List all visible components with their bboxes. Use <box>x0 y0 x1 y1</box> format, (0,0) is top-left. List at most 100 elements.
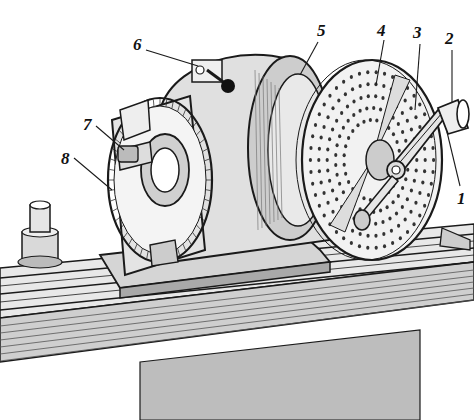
leader-line <box>146 50 198 66</box>
index-hole <box>386 205 389 209</box>
graduation-tick <box>140 248 142 254</box>
index-hole <box>326 201 329 205</box>
callout-number: 7 <box>82 116 93 133</box>
index-hole <box>382 84 385 88</box>
index-hole <box>358 109 361 113</box>
index-hole <box>430 182 433 186</box>
index-hole <box>431 146 434 150</box>
index-hole <box>423 169 426 173</box>
index-hole <box>358 244 361 248</box>
index-hole <box>326 158 329 162</box>
index-hole <box>331 128 334 132</box>
index-hole <box>431 170 434 174</box>
graduation-tick <box>204 159 209 161</box>
index-hole <box>362 120 365 124</box>
index-hole <box>328 94 331 98</box>
index-hole <box>366 82 369 86</box>
index-hole <box>423 204 426 208</box>
graduation-tick <box>196 131 200 135</box>
index-hole <box>397 122 400 126</box>
table-edge-line <box>0 276 474 333</box>
index-hole <box>404 217 407 221</box>
graduation-tick <box>204 199 209 201</box>
index-hole <box>404 177 407 181</box>
index-hole <box>381 220 384 224</box>
leader-line <box>96 126 124 150</box>
index-hole <box>374 222 377 226</box>
index-hole <box>415 169 418 173</box>
index-hole <box>352 99 355 103</box>
index-hole <box>322 125 325 129</box>
index-hole <box>323 102 326 106</box>
index-hole <box>309 170 312 174</box>
lock-knob <box>221 79 235 93</box>
index-hole <box>328 179 331 183</box>
housing-shading <box>279 88 282 218</box>
driver-clamp <box>118 142 152 170</box>
driver-dog <box>120 100 150 140</box>
index-hole <box>410 128 413 132</box>
jack-head <box>30 201 50 209</box>
index-hole <box>334 153 337 157</box>
index-hole <box>351 87 354 91</box>
index-hole <box>351 229 354 233</box>
index-hole <box>413 179 416 183</box>
index-hole <box>335 197 338 201</box>
index-hole <box>314 123 317 127</box>
index-hole <box>390 229 393 233</box>
index-hole <box>335 119 338 123</box>
index-hole <box>401 205 404 209</box>
index-hole <box>356 123 359 127</box>
graduation-tick <box>147 251 148 258</box>
table-support <box>140 330 420 420</box>
index-hole <box>404 99 407 103</box>
index-hole <box>331 210 334 214</box>
callout-number: 6 <box>132 36 143 53</box>
index-hole <box>352 113 355 117</box>
index-hole <box>383 72 386 76</box>
index-hole <box>342 190 345 194</box>
graduation-tick <box>183 244 186 250</box>
index-hole <box>335 143 338 147</box>
index-hole <box>395 212 398 216</box>
index-hole <box>397 194 400 198</box>
index-hole <box>347 136 350 140</box>
sector-arm <box>330 160 372 232</box>
index-hole <box>318 169 321 173</box>
graduation-tick <box>196 225 200 229</box>
index-hole <box>365 107 368 111</box>
graduation-tick <box>113 208 118 211</box>
index-hole <box>401 186 404 190</box>
callout-number: 8 <box>60 150 71 167</box>
graduation-tick <box>109 180 114 181</box>
index-hole <box>392 132 395 136</box>
index-hole <box>406 197 409 201</box>
index-hole <box>344 172 347 176</box>
plunger-pin <box>354 210 370 230</box>
graduation-tick <box>172 102 173 109</box>
index-hole <box>347 119 350 123</box>
graduation-tick <box>111 159 116 161</box>
index-hole <box>418 102 421 106</box>
graduated-disc <box>108 98 212 262</box>
lock-screw <box>196 66 204 74</box>
index-hole <box>342 126 345 130</box>
index-hole <box>328 137 331 141</box>
index-hole <box>427 193 430 197</box>
index-hole <box>350 75 353 79</box>
index-hole <box>406 230 409 234</box>
index-hole <box>340 111 343 115</box>
index-hole <box>309 146 312 150</box>
index-hole <box>401 111 404 115</box>
index-hole <box>347 180 350 184</box>
index-hole <box>318 112 321 116</box>
index-hole <box>326 115 329 119</box>
graduation-tick <box>193 123 197 128</box>
index-hole <box>381 96 384 100</box>
driver-screw <box>118 146 138 162</box>
graduation-tick <box>202 149 207 152</box>
crank-nut-hole <box>392 166 400 174</box>
graduation-tick <box>166 100 168 107</box>
index-hole <box>409 106 412 110</box>
